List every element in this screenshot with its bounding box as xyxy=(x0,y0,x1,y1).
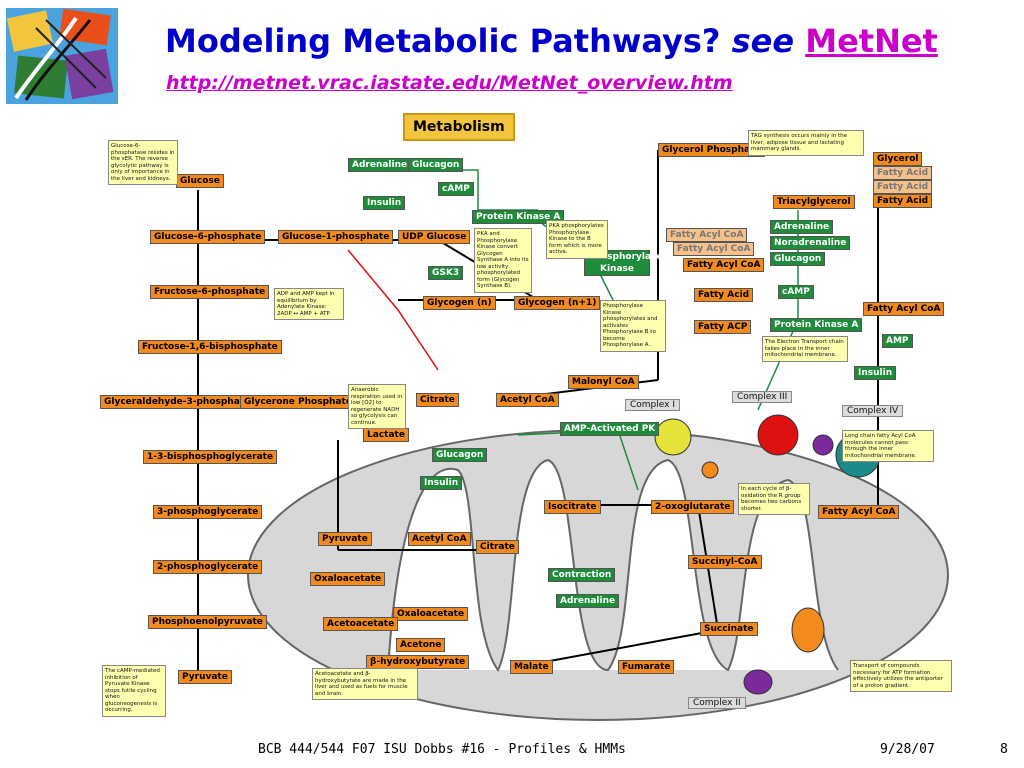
metabolite-malonyl-coa: Malonyl CoA xyxy=(568,375,639,389)
metabolite-udp-glucose: UDP Glucose xyxy=(398,230,471,244)
metabolite-acetone: Acetone xyxy=(396,638,446,652)
metabolite-phosphoenolpyruvate: Phosphoenolpyruvate xyxy=(148,615,267,629)
regulator-amp-activated-pk: AMP-Activated PK xyxy=(560,422,660,436)
slide-title: Modeling Metabolic Pathways? see MetNet xyxy=(165,22,938,60)
metabolite-isocitrate: Isocitrate xyxy=(544,500,601,514)
metabolite-glycogen-n: Glycogen (n) xyxy=(423,296,496,310)
regulator-protein-kinase-a-2: Protein Kinase A xyxy=(770,318,863,332)
metabolite-pyruvate-mito: Pyruvate xyxy=(318,532,372,546)
note-anaerobic-respiration: Anaerobic respiration used in low [O2] t… xyxy=(348,384,406,429)
metabolite-oxaloacetate-1: Oxaloacetate xyxy=(310,572,386,586)
regulator-adrenaline-2: Adrenaline xyxy=(770,220,834,234)
metabolite-fatty-acid-1: Fatty Acid xyxy=(873,166,933,180)
regulator-glucagon-2: Glucagon xyxy=(770,252,826,266)
metabolism-header: Metabolism xyxy=(403,113,515,141)
note-long-chain-fatty-acyl: Long chain fatty Acyl CoA molecules cann… xyxy=(842,430,934,462)
metabolite-fatty-acp: Fatty ACP xyxy=(694,320,752,334)
regulator-protein-kinase-a: Protein Kinase A xyxy=(472,210,565,224)
note-glucose-6-phosphatase: Glucose-6-phosphatase resides in the sER… xyxy=(108,140,178,185)
metabolite-beta-hydroxybutyrate: β-hydroxybutyrate xyxy=(366,655,470,669)
complex-iv: Complex IV xyxy=(842,405,904,417)
metabolite-glycerol: Glycerol xyxy=(873,152,923,166)
regulator-insulin: Insulin xyxy=(363,196,406,210)
metabolite-glycerone-phosphate: Glycerone Phosphate xyxy=(240,395,356,409)
metabolite-fatty-acid-synth: Fatty Acid xyxy=(694,288,754,302)
metabolite-1-3-bisphosphoglycerate: 1-3-bisphosphoglycerate xyxy=(143,450,278,464)
regulator-insulin-3: Insulin xyxy=(420,476,463,490)
metabolite-fatty-acyl-coa: Fatty Acyl CoA xyxy=(683,258,765,272)
metabolite-fatty-acid-2: Fatty Acid xyxy=(873,180,933,194)
note-camp-pyruvate-kinase: The cAMP-mediated inhibition of Pyruvate… xyxy=(102,665,166,717)
regulator-insulin-2: Insulin xyxy=(854,366,897,380)
metabolite-fatty-acid-3: Fatty Acid xyxy=(873,194,933,208)
regulator-glucagon: Glucagon xyxy=(408,158,464,172)
metabolite-acetyl-coa-cyto: Acetyl CoA xyxy=(496,393,559,407)
metabolite-succinyl-coa: Succinyl-CoA xyxy=(688,555,762,569)
metabolite-glucose-1-phosphate: Glucose-1-phosphate xyxy=(278,230,394,244)
regulator-amp: AMP xyxy=(882,334,913,348)
metabolite-fatty-acyl-coa-faded-2: Fatty Acyl CoA xyxy=(673,242,755,256)
metabolite-citrate-cyto: Citrate xyxy=(416,393,459,407)
metabolite-glycogen-n1: Glycogen (n+1) xyxy=(514,296,601,310)
metabolite-triacylglycerol: Triacylglycerol xyxy=(773,195,855,209)
metabolite-fatty-acyl-coa-mito: Fatty Acyl CoA xyxy=(818,505,900,519)
footer-page-number: 8 xyxy=(1000,742,1008,757)
regulator-contraction: Contraction xyxy=(548,568,616,582)
metabolite-3-phosphoglycerate: 3-phosphoglycerate xyxy=(153,505,263,519)
note-electron-transport: The Electron Transport chain takes place… xyxy=(762,336,848,362)
regulator-glucagon-3: Glucagon xyxy=(432,448,488,462)
metabolite-oxaloacetate-2: Oxaloacetate xyxy=(393,607,469,621)
metabolite-citrate-mito: Citrate xyxy=(476,540,519,554)
url-link[interactable]: http://metnet.vrac.iastate.edu/MetNet_ov… xyxy=(166,72,733,94)
title-text: Modeling Metabolic Pathways? xyxy=(165,22,721,60)
regulator-adrenaline: Adrenaline xyxy=(348,158,412,172)
regulator-camp: cAMP xyxy=(438,182,474,196)
note-tag-synthesis: TAG synthesis occurs mainly in the liver… xyxy=(748,130,864,156)
metabolite-glucose: Glucose xyxy=(176,174,224,188)
complex-i: Complex I xyxy=(625,399,680,411)
metabolite-succinate: Succinate xyxy=(700,622,758,636)
complex-ii: Complex II xyxy=(688,697,746,709)
note-transport-atp: Transport of compounds necessary for ATP… xyxy=(850,660,952,692)
regulator-camp-2: cAMP xyxy=(778,285,814,299)
footer-course: BCB 444/544 F07 ISU Dobbs #16 - Profiles… xyxy=(258,742,626,757)
regulator-noradrenaline: Noradrenaline xyxy=(770,236,851,250)
note-phosphorylase-kinase: Phosphorylase Kinase phosphorylates and … xyxy=(600,300,666,352)
metabolite-acetoacetate: Acetoacetate xyxy=(323,617,399,631)
metabolite-fatty-acyl-coa-faded-1: Fatty Acyl CoA xyxy=(666,228,748,242)
metabolite-acetyl-coa-mito: Acetyl CoA xyxy=(408,532,471,546)
regulator-gsk3: GSK3 xyxy=(428,266,464,280)
metabolite-2-oxoglutarate: 2-oxoglutarate xyxy=(651,500,735,514)
note-beta-oxidation: In each cycle of β-oxidation the R group… xyxy=(738,483,810,515)
metnet-link[interactable]: MetNet xyxy=(805,22,938,60)
footer-date: 9/28/07 xyxy=(880,742,935,757)
metabolite-glucose-6-phosphate: Glucose-6-phosphate xyxy=(150,230,266,244)
note-pka-phosphorylase-kinase: PKA phosphorylates Phosphorylase Kinase … xyxy=(546,220,608,259)
metabolite-fumarate: Fumarate xyxy=(618,660,675,674)
note-ketone-bodies: Acetoacetate and β-hydroxybutyrate are m… xyxy=(312,668,418,700)
metabolite-fructose-bisphosphate: Fructose-1,6-bisphosphate xyxy=(138,340,282,354)
metabolite-glyceraldehyde-3-phosphate: Glyceraldehyde-3-phosphate xyxy=(100,395,255,409)
metabolite-fatty-acyl-coa-liver: Fatty Acyl CoA xyxy=(863,302,945,316)
regulator-adrenaline-3: Adrenaline xyxy=(556,594,620,608)
title-see: see xyxy=(731,22,795,60)
note-adenylate-kinase: ADP and AMP kept in equilibrium by Adeny… xyxy=(274,288,344,320)
metabolite-malate: Malate xyxy=(510,660,553,674)
metabolite-fructose-6-phosphate: Fructose-6-phosphate xyxy=(150,285,270,299)
metabolite-lactate: Lactate xyxy=(363,428,409,442)
note-pka-glycogen-synthase: PKA and Phosphorylase Kinase convert Gly… xyxy=(474,228,532,293)
metabolite-2-phosphoglycerate: 2-phosphoglycerate xyxy=(153,560,263,574)
metabolite-pyruvate: Pyruvate xyxy=(178,670,232,684)
complex-iii: Complex III xyxy=(732,391,793,403)
metabolism-diagram: Metabolism Glucose Glucose-6-phosphate G… xyxy=(98,110,962,722)
dna-collage-logo xyxy=(6,8,118,104)
